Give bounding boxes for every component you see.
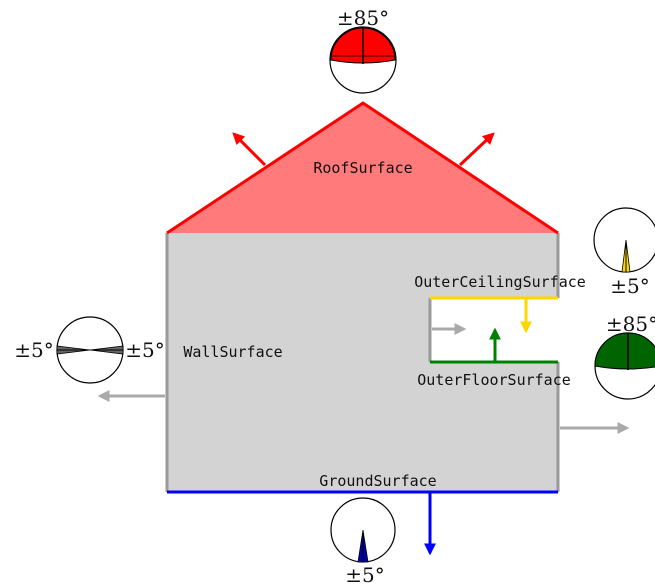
ground-orientation-glyph	[330, 497, 396, 563]
roof-orientation-glyph	[329, 26, 397, 94]
outer-floor-tolerance-label: ±85°	[606, 312, 655, 336]
outer-ceiling-tolerance-label: ±5°	[610, 274, 649, 298]
roof-surface-label: RoofSurface	[313, 159, 412, 177]
wall-surface-label: WallSurface	[183, 343, 282, 361]
outer-ceiling-orientation-glyph	[593, 207, 655, 273]
roof-normal-arrow-right	[458, 132, 495, 167]
roof-edge	[166, 101, 559, 235]
roof-surface	[167, 103, 558, 233]
roof-normal-arrow-left	[232, 132, 267, 167]
ground-surface-label: GroundSurface	[319, 472, 436, 490]
wall-left-tolerance-label: ±5°	[14, 338, 53, 362]
roof-tolerance-label: ±85°	[337, 6, 389, 30]
wall-left-orientation-glyph	[56, 316, 124, 384]
outer-ceiling-surface-label: OuterCeilingSurface	[414, 273, 586, 291]
outer-floor-surface-label: OuterFloorSurface	[417, 371, 571, 389]
outer-floor-orientation-glyph	[594, 332, 655, 400]
wall-right-tolerance-label: ±5°	[125, 338, 164, 362]
ground-tolerance-label: ±5°	[345, 563, 384, 587]
